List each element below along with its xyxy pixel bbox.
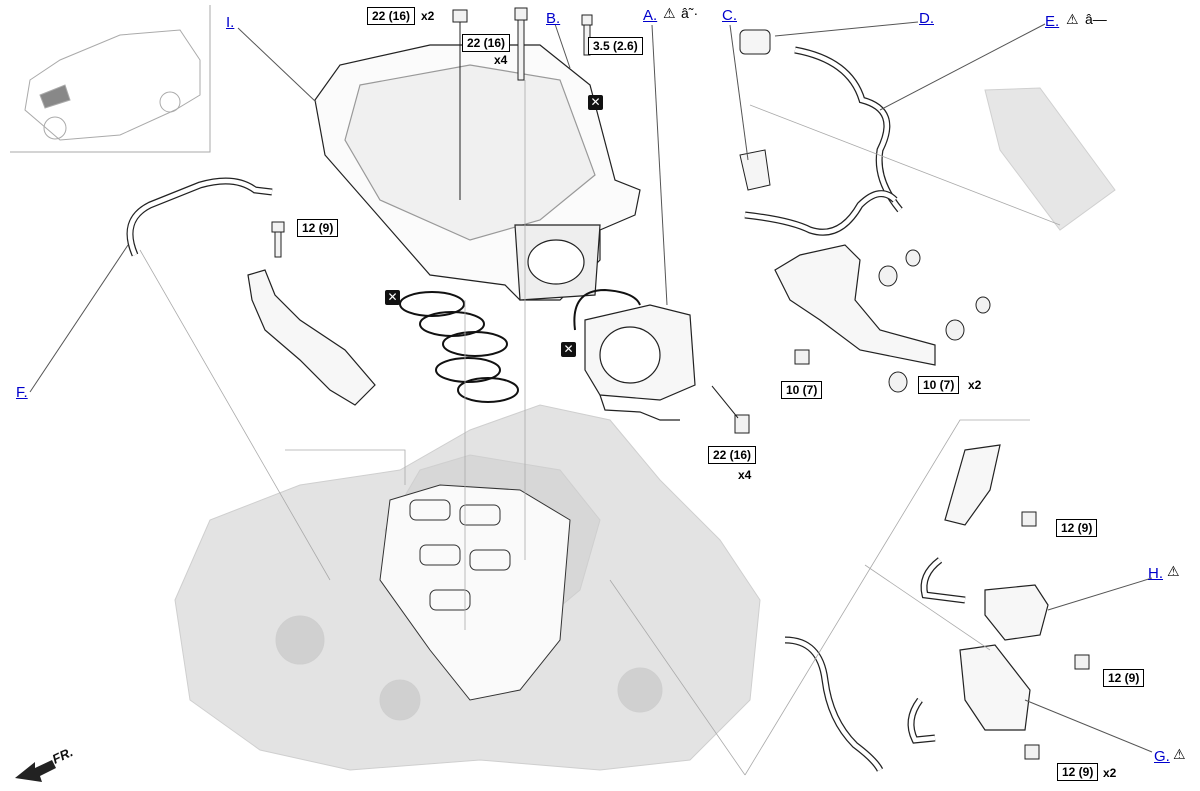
throttle-gasket <box>573 288 641 331</box>
warning-icon-a: ⚠ <box>663 5 676 21</box>
callout-f[interactable]: F. <box>16 384 28 401</box>
lower-manifold <box>379 484 571 701</box>
front-direction-arrow <box>15 760 56 782</box>
bolts <box>271 7 1090 760</box>
quantity-label: x4 <box>738 468 752 482</box>
torque-spec-box: 12 (9) <box>1056 519 1098 537</box>
callout-a[interactable]: A. <box>643 7 658 24</box>
warning-text-a: â˜· <box>681 5 699 21</box>
torque-spec-box: 22 (16) <box>367 7 416 25</box>
replace-mark-icon: ✕ <box>588 95 603 110</box>
warning-icon-h: ⚠ <box>1167 563 1180 579</box>
quantity-label: x2 <box>1103 766 1117 780</box>
grommets <box>878 249 991 393</box>
leader-lines <box>29 21 1153 753</box>
warning-text-e: â— <box>1085 11 1107 27</box>
torque-spec-box: 10 (7) <box>781 381 823 399</box>
torque-spec-box: 12 (9) <box>297 219 339 237</box>
callout-b[interactable]: B. <box>546 10 561 27</box>
warning-icon-g: ⚠ <box>1173 746 1186 762</box>
replace-mark-icon: ✕ <box>385 290 400 305</box>
hose-bracket <box>774 244 936 366</box>
callout-c[interactable]: C. <box>722 7 737 24</box>
torque-spec-box: 22 (16) <box>708 446 757 464</box>
replace-mark-icon: ✕ <box>561 342 576 357</box>
valve-bracket <box>959 644 1031 731</box>
quantity-label: x2 <box>968 378 982 392</box>
throttle-body <box>584 304 696 421</box>
callout-h[interactable]: H. <box>1148 565 1163 582</box>
vehicle-locator-thumbnail <box>10 5 211 153</box>
callout-i[interactable]: I. <box>226 14 235 31</box>
callout-e[interactable]: E. <box>1045 13 1060 30</box>
warning-icon-e: ⚠ <box>1066 11 1079 27</box>
quantity-label: x2 <box>421 9 435 23</box>
ghost-fuel-rail <box>984 87 1116 231</box>
torque-spec-box: 12 (9) <box>1057 763 1099 781</box>
torque-spec-box: 12 (9) <box>1103 669 1145 687</box>
support-bracket <box>247 269 376 406</box>
manifold-gaskets <box>399 291 519 403</box>
pcv-hose <box>126 177 273 257</box>
upper-intake-manifold <box>314 44 641 301</box>
torque-spec-box: 3.5 (2.6) <box>588 37 643 55</box>
solenoid-valve <box>984 584 1049 641</box>
pipe-bracket <box>944 444 1001 526</box>
reference-lines <box>139 80 1061 776</box>
torque-spec-box: 22 (16) <box>462 34 511 52</box>
torque-spec-box: 10 (7) <box>918 376 960 394</box>
quantity-label: x4 <box>494 53 508 67</box>
callout-g[interactable]: G. <box>1154 748 1170 765</box>
callout-d[interactable]: D. <box>919 10 934 27</box>
